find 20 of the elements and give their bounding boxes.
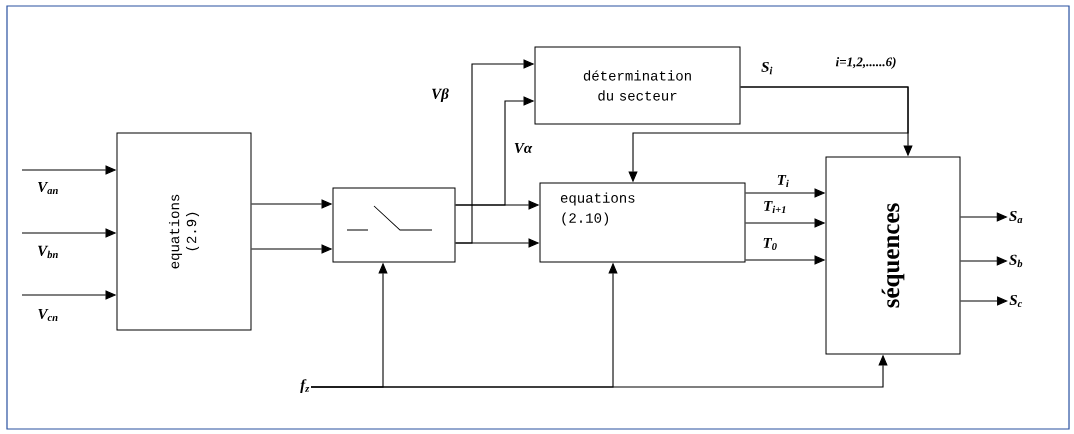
edge-label: T$_{0}$: [761, 236, 779, 252]
signal-label: f$_{z}$: [300, 379, 310, 393]
arrow: [959, 296, 1008, 306]
edge-label: S$_{i}$: [760, 60, 774, 76]
edge-label: Vα: [512, 142, 534, 155]
edge-label: V$_{an}$: [36, 180, 60, 196]
process-box: equations (2.10): [539, 182, 746, 263]
signal-label: S$_{a}$: [1009, 210, 1023, 224]
note-label: i=1,2,......6): [835, 57, 896, 69]
switch-box: [332, 187, 456, 263]
signal-label: S$_{b}$: [1009, 254, 1023, 268]
process-box: détermination du secteur: [534, 46, 741, 125]
signal-label: S$_{c}$: [1009, 294, 1023, 308]
process-box: séquences: [825, 156, 961, 355]
edge-label: T$_{i+1}$: [762, 199, 788, 215]
process-box: equations (2.9): [116, 132, 252, 331]
edge-label: Vβ: [430, 87, 450, 103]
edge-label: V$_{cn}$: [36, 307, 60, 323]
edge-label: V$_{bn}$: [36, 244, 60, 260]
edge-label: T$_{i}$: [775, 173, 791, 189]
